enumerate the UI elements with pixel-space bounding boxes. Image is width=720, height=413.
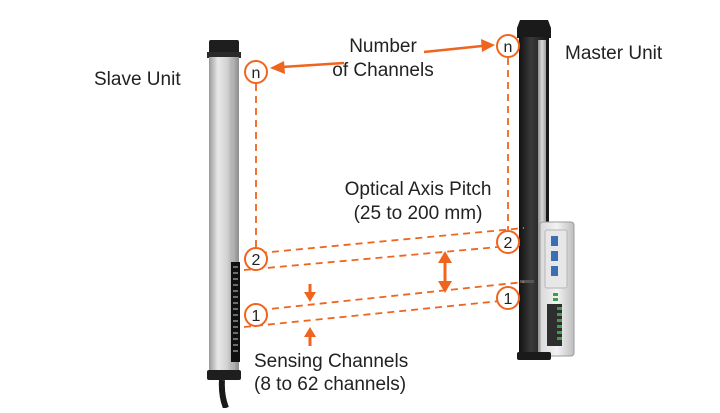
marker-1-slave-text: 1 xyxy=(252,308,261,325)
sensing-channels-line2: (8 to 62 channels) xyxy=(254,374,407,395)
optical-axis-pitch-line1: Optical Axis Pitch xyxy=(344,179,492,200)
marker-n-master xyxy=(496,34,520,58)
master-bottom-cap xyxy=(517,352,551,360)
marker-2-master-text: 2 xyxy=(504,235,513,252)
channels-arrow-right xyxy=(423,44,483,54)
slave-bottom-cap xyxy=(207,370,241,380)
slave-cable xyxy=(218,379,229,410)
marker-2-slave-text: 2 xyxy=(252,252,261,269)
indicator-led xyxy=(551,251,558,261)
master-unit xyxy=(517,20,575,360)
arrows xyxy=(270,39,495,346)
marker-n-slave-text: n xyxy=(252,65,261,82)
beam-line xyxy=(243,298,521,328)
channel-markers: n n 2 2 1 1 xyxy=(244,34,520,327)
number-of-channels-line2: of Channels xyxy=(332,60,434,81)
marker-n-slave xyxy=(244,60,268,84)
optical-axis-lines xyxy=(243,58,525,328)
marker-1-slave xyxy=(244,303,268,327)
slave-sensing-window xyxy=(231,262,240,362)
master-top-cap xyxy=(517,20,551,38)
beam-line xyxy=(259,227,525,254)
master-unit-label: Master Unit xyxy=(565,43,663,64)
slave-unit xyxy=(207,40,241,410)
slave-unit-label: Slave Unit xyxy=(94,69,181,90)
master-side-face xyxy=(538,40,546,352)
marker-1-master-text: 1 xyxy=(504,291,513,308)
channels-arrow-left xyxy=(281,61,345,69)
indicator-led xyxy=(551,236,558,246)
marker-2-slave xyxy=(244,247,268,271)
marker-2-master xyxy=(496,230,520,254)
beam-line xyxy=(243,244,521,271)
marker-1-master xyxy=(496,286,520,310)
optical-axis-pitch-line2: (25 to 200 mm) xyxy=(353,203,483,224)
beam-line xyxy=(259,281,525,311)
marker-n-master-text: n xyxy=(504,39,513,56)
indicator-led xyxy=(551,266,558,276)
number-of-channels-line1: Number xyxy=(349,36,417,57)
sensing-channels-line1: Sensing Channels xyxy=(254,351,409,372)
slave-top-cap xyxy=(209,40,239,54)
